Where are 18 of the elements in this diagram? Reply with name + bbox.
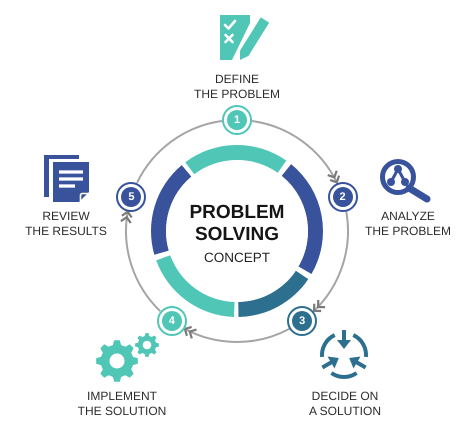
center-subtitle: CONCEPT <box>204 248 270 266</box>
step-label: IMPLEMENT THE SOLUTION <box>78 389 166 419</box>
step-circle <box>156 306 187 336</box>
step-number: 1 <box>227 110 247 130</box>
step-number: 3 <box>292 310 312 331</box>
step-circle <box>116 182 146 212</box>
step-label: DEFINE THE PROBLEM <box>194 72 280 102</box>
connector-line <box>136 120 222 184</box>
step-number: 5 <box>121 186 142 207</box>
step-label: ANALYZE THE PROBLEM <box>365 209 451 239</box>
step-label: REVIEW THE RESULTS <box>25 209 107 239</box>
step-circle <box>328 182 358 212</box>
step-label: DECIDE ON A SOLUTION <box>308 389 382 419</box>
step-circle <box>287 306 318 336</box>
step-circle <box>222 105 252 135</box>
step-number: 4 <box>162 310 182 331</box>
center-title: PROBLEM SOLVING <box>190 202 284 246</box>
step-number: 2 <box>332 186 353 207</box>
